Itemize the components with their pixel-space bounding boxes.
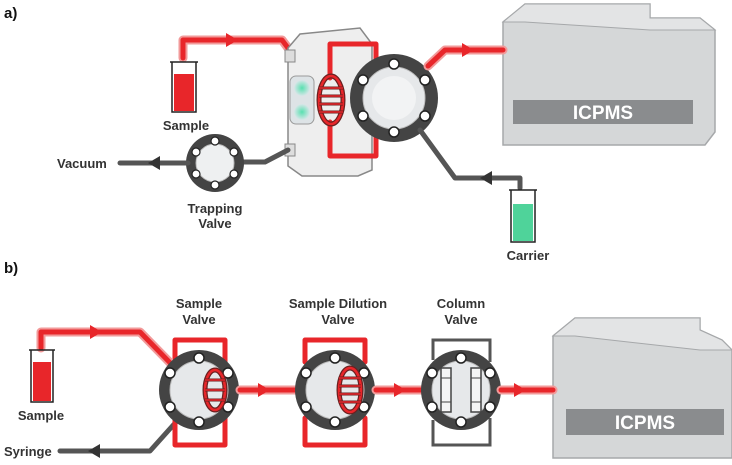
syringe-label: Syringe xyxy=(4,444,52,459)
column-valve-label-2: Valve xyxy=(444,312,477,327)
column-valve-label-1: Column xyxy=(437,296,485,311)
sample-label-b: Sample xyxy=(18,408,64,423)
sample-label-a: Sample xyxy=(163,118,209,133)
carrier-tube xyxy=(509,189,537,243)
sample-tube-a xyxy=(170,61,198,113)
sample-valve-label-1: Sample xyxy=(176,296,222,311)
icpms-label-b: ICPMS xyxy=(615,413,675,434)
flow-arrow-icon xyxy=(226,33,238,47)
panel-b-label: b) xyxy=(4,260,18,277)
trapping-valve xyxy=(186,134,244,192)
trapping-chip-a xyxy=(284,27,373,177)
carrier-label: Carrier xyxy=(507,248,550,263)
valve-to-icpms-line-a xyxy=(425,47,506,69)
sample-tube-b xyxy=(29,349,55,403)
flow-arrow-icon xyxy=(480,171,492,185)
panel-a-label: a) xyxy=(4,5,17,22)
trapping-valve-label-2: Valve xyxy=(198,216,231,231)
flow-arrow-icon xyxy=(258,383,270,397)
sample-valve-label-2: Valve xyxy=(182,312,215,327)
sample-loop-b xyxy=(202,367,228,413)
vacuum-label: Vacuum xyxy=(57,156,107,171)
flow-arrow-icon xyxy=(90,325,102,339)
sample-loop-a xyxy=(316,73,346,127)
dilution-loop xyxy=(336,365,364,415)
flow-arrow-icon xyxy=(462,43,474,57)
icpms-label-bar-a xyxy=(513,100,693,124)
trapping-valve-label-1: Trapping xyxy=(188,201,243,216)
flow-arrow-icon xyxy=(88,444,100,458)
injection-valve-a xyxy=(350,54,438,142)
flow-arrow-icon xyxy=(514,383,526,397)
flow-arrow-icon xyxy=(394,383,406,397)
sample-line-b xyxy=(38,329,185,378)
flow-arrow-icon xyxy=(148,156,160,170)
icpms-unit-a: ICPMS xyxy=(501,3,717,146)
dilution-valve-label-1: Sample Dilution xyxy=(289,296,387,311)
chip-to-trap-line xyxy=(237,147,291,165)
icpms-unit-b: ICPMS xyxy=(551,317,732,459)
dilution-valve-label-2: Valve xyxy=(321,312,354,327)
column-valve xyxy=(421,350,501,430)
icpms-label-a: ICPMS xyxy=(573,103,633,124)
icpms-label-bar-b xyxy=(566,409,724,435)
syringe-line xyxy=(57,409,188,454)
column-cartridges xyxy=(440,367,482,413)
